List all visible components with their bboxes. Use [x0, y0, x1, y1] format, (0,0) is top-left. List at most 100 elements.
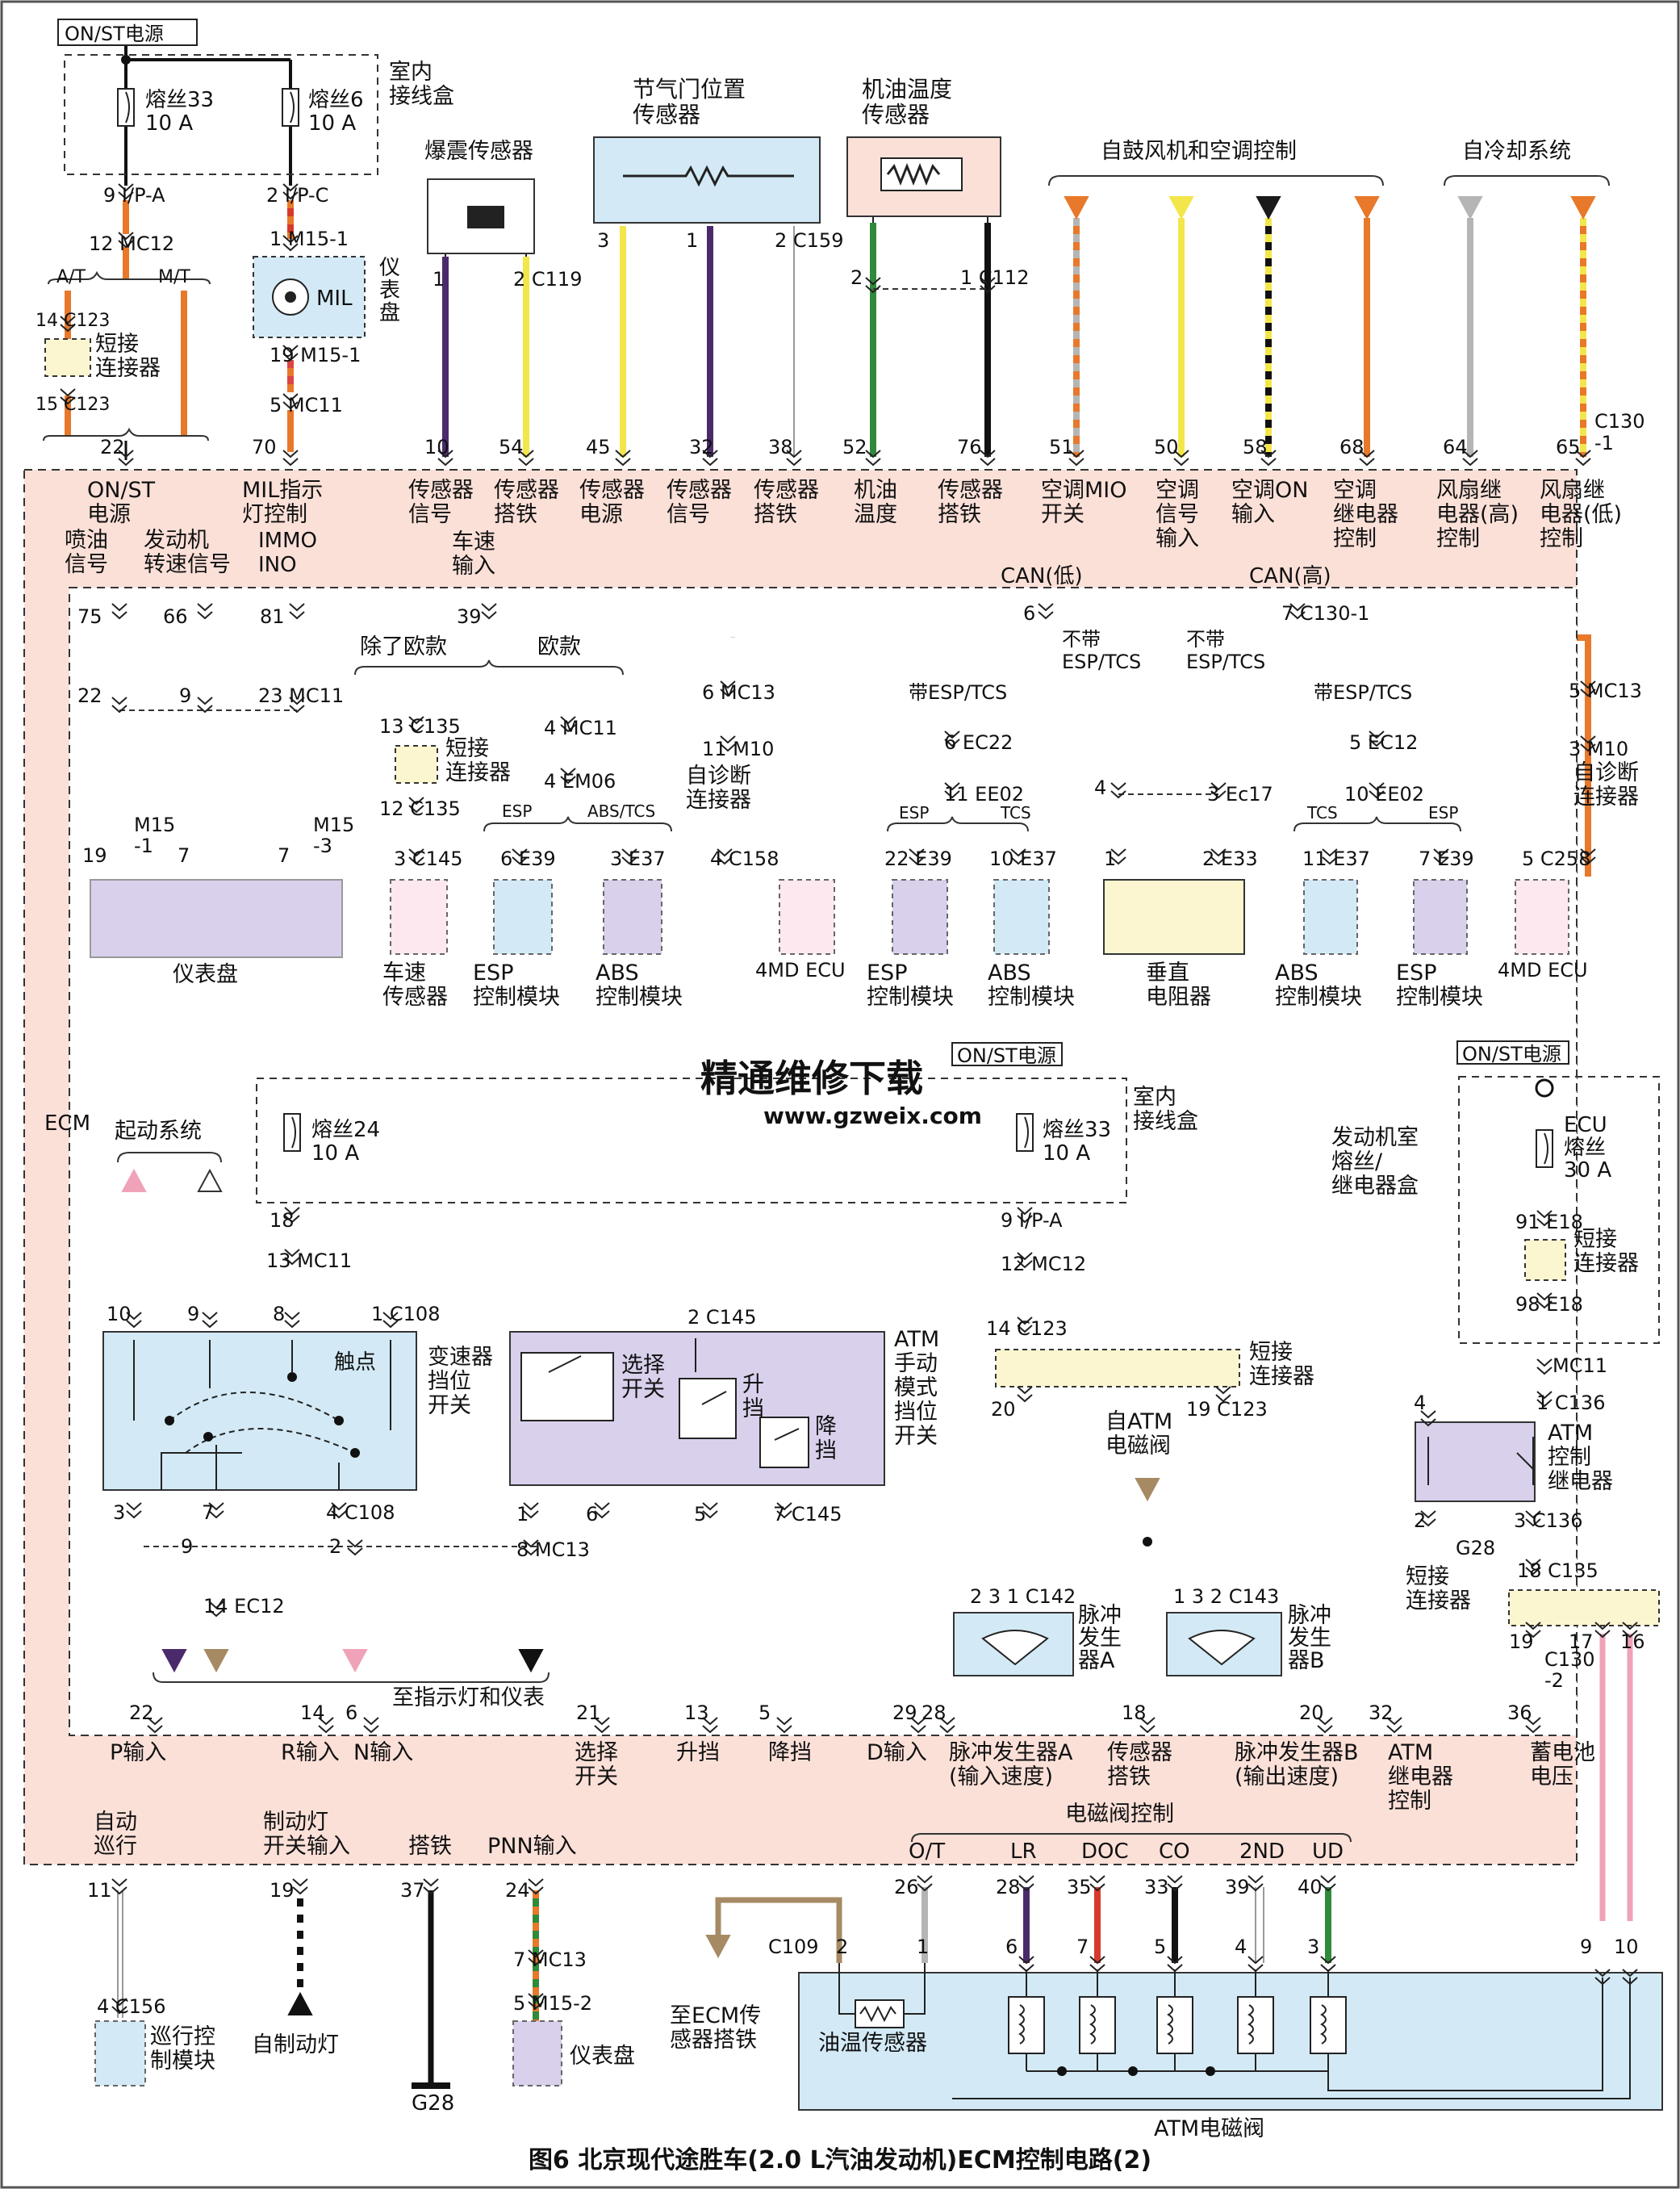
connector [1536, 1391, 1553, 1408]
label: 11 EE02 [944, 783, 1024, 806]
fuse-element [1544, 1132, 1548, 1165]
connector [1580, 680, 1596, 697]
switch-terminal [350, 1448, 360, 1458]
ecm-pin: 65 [1556, 436, 1581, 458]
solenoid-control-label: 电磁阀控制 [1065, 1802, 1174, 1827]
connector [1433, 848, 1449, 865]
label: 4MD ECU [1498, 959, 1588, 981]
label: 发动机转速信号 [144, 528, 231, 577]
connector [408, 797, 424, 814]
label: 短接连接器 [445, 736, 511, 785]
brace [1444, 175, 1610, 186]
fuse33b-icon [1016, 1113, 1034, 1152]
oil-sensor-label: 机油温度传感器 [862, 76, 952, 128]
brace [117, 1152, 222, 1163]
label: 11 M10 [702, 738, 774, 760]
label: 至指示灯和仪表 [392, 1685, 545, 1710]
solenoid-arrow-icon [1135, 1478, 1160, 1502]
short-connector [395, 745, 438, 784]
label: 8 MC13 [516, 1538, 590, 1561]
connector [1536, 1292, 1553, 1309]
ecm-terminal-label: 脉冲发生器A(输入速度) [949, 1740, 1073, 1789]
ecm-pin-conn [910, 1717, 926, 1734]
ecm-label: ECM [44, 1111, 90, 1136]
connector [118, 232, 134, 249]
label: 至ECM传感器搭铁 [670, 2003, 761, 2053]
label: 13 MC11 [266, 1249, 352, 1272]
label: 3 E37 [610, 848, 666, 870]
label: 自诊断连接器 [1573, 760, 1639, 810]
ecm-pin-conn [1139, 1717, 1156, 1734]
ecm-pin: 6 [345, 1701, 357, 1724]
switch-arc [185, 1428, 356, 1454]
connector [111, 697, 127, 714]
label: 66 [163, 605, 188, 628]
label: 触点 [334, 1350, 376, 1375]
ecm-pin-conn [1068, 450, 1084, 467]
connector [1247, 1875, 1264, 1892]
connector [909, 848, 925, 865]
ecm-pin-conn [702, 1717, 718, 1734]
ecm-pin: 32 [1369, 1701, 1394, 1724]
ecm-terminal-label: 空调信号输入 [1156, 478, 1199, 551]
junction-box [256, 1078, 1127, 1203]
label: 9 I/P-A [1001, 1209, 1063, 1232]
label: 4 MC11 [544, 717, 617, 739]
ecm-pin: 51 [1049, 436, 1074, 458]
label: 降挡 [815, 1414, 837, 1463]
junction-dot [1128, 2066, 1138, 2076]
connector [126, 1502, 142, 1519]
label: 98 E18 [1515, 1293, 1583, 1316]
junction-box-label: 室内接线盒 [389, 60, 454, 109]
brace [1048, 175, 1384, 186]
label: 脉冲发生器A [1078, 1603, 1122, 1673]
solenoid-name: UD [1312, 1840, 1344, 1864]
ecm-pin-conn [1386, 1717, 1402, 1734]
label: 2 E33 [1202, 848, 1258, 870]
junction-dot [1057, 2066, 1067, 2076]
connector [594, 1502, 610, 1519]
input-arrow-icon [1570, 196, 1596, 220]
short-connector [1524, 1239, 1566, 1281]
branch-brace [48, 270, 211, 285]
esp-module-box [493, 879, 553, 955]
connector [1017, 1207, 1033, 1224]
ecm-pin: 18 [1122, 1701, 1147, 1724]
connector [944, 782, 960, 799]
connector [1018, 1875, 1034, 1892]
label: 2 I/P-C [266, 184, 328, 207]
label: 10 EE02 [1344, 783, 1424, 806]
thermistor-icon [859, 2005, 896, 2023]
connector [1110, 782, 1126, 799]
ecm-terminal-label: 风扇继电器(低)控制 [1540, 478, 1622, 551]
label: 10 E37 [989, 848, 1057, 870]
solenoid-name: LR [1010, 1840, 1037, 1864]
ecm-pin: 39 [1225, 1876, 1250, 1898]
label: M/T [158, 267, 190, 287]
label: 4 C158 [710, 848, 779, 870]
ecm-pin-conn [865, 450, 881, 467]
connector [621, 848, 637, 865]
label: PNN输入 [487, 1834, 577, 1859]
label: 75 [77, 605, 102, 628]
ecm-pin-conn [1462, 450, 1478, 467]
ecm-pin: 26 [894, 1876, 919, 1898]
watermark-url: www.gzweix.com [763, 1103, 982, 1129]
connector [1369, 782, 1385, 799]
knock-element [467, 206, 504, 228]
label: 6 EC22 [944, 731, 1013, 754]
label: 4 [1235, 1936, 1247, 1958]
ecm-pin: 13 [684, 1701, 709, 1724]
label: 16 [1620, 1630, 1645, 1653]
label: 7 C145 [773, 1503, 842, 1526]
brace [153, 1672, 550, 1683]
coil-winding [1320, 2004, 1327, 2045]
